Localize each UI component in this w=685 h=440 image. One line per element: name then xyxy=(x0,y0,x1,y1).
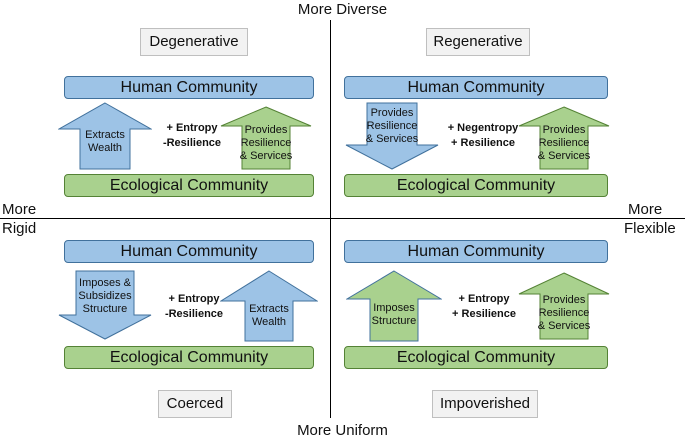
horizontal-axis-line xyxy=(0,218,685,219)
axis-label-right-line2: Flexible xyxy=(624,220,676,237)
effect-line-1: + Negentropy xyxy=(447,122,519,134)
arrow-label-line: Resilience xyxy=(366,120,418,132)
human-community-bar: Human Community xyxy=(64,76,314,99)
effect-text: + Entropy -Resilience xyxy=(154,121,230,151)
up-arrow-icon xyxy=(518,106,610,170)
up-arrow-imposes-structure: Imposes Structure xyxy=(346,270,442,342)
arrow-label-line: Provides xyxy=(244,124,288,136)
ecological-community-bar: Ecological Community xyxy=(64,174,314,197)
axis-label-left-line2: Rigid xyxy=(2,220,37,237)
arrow-label-line: Structure xyxy=(82,303,128,315)
effect-line-1: + Entropy xyxy=(168,293,220,305)
ecological-community-bar: Ecological Community xyxy=(344,346,608,369)
arrow-label-line: Resilience xyxy=(538,307,590,319)
effect-line-2: + Resilience xyxy=(452,308,516,320)
ecological-community-bar: Ecological Community xyxy=(64,346,314,369)
arrow-label-line: Structure xyxy=(371,315,417,327)
effect-line-1: + Entropy xyxy=(458,293,510,305)
up-arrow-extracts-wealth: Extracts Wealth xyxy=(58,102,152,170)
up-arrow-icon xyxy=(518,272,610,340)
up-arrow-provides-resilience: Provides Resilience & Services xyxy=(518,106,610,170)
down-arrow-imposes-subsidizes: Imposes & Subsidizes Structure xyxy=(58,270,152,340)
quadrant-title-coerced: Coerced xyxy=(158,390,232,418)
quadrant-title-regenerative: Regenerative xyxy=(426,28,530,56)
arrow-label-line: & Services xyxy=(537,150,591,162)
effect-text: + Entropy + Resilience xyxy=(444,292,524,322)
axis-label-top: More Diverse xyxy=(297,1,388,18)
down-arrow-icon xyxy=(58,270,152,340)
human-community-bar: Human Community xyxy=(344,240,608,263)
up-arrow-icon xyxy=(58,102,152,170)
axis-label-right-line1: More xyxy=(628,201,663,218)
arrow-label-line: & Services xyxy=(365,133,419,145)
arrow-label-line: Extracts xyxy=(85,129,125,141)
quadrant-title-impoverished: Impoverished xyxy=(432,390,538,418)
up-arrow-icon xyxy=(220,106,312,170)
arrow-label-line: Extracts xyxy=(249,303,289,315)
effect-line-2: -Resilience xyxy=(164,308,224,320)
down-arrow-provides-resilience: Provides Resilience & Services xyxy=(345,102,439,170)
effect-text: + Negentropy + Resilience xyxy=(438,121,528,151)
effect-line-2: + Resilience xyxy=(451,137,515,149)
up-arrow-icon xyxy=(220,270,318,342)
human-community-bar: Human Community xyxy=(64,240,314,263)
up-arrow-extracts-wealth: Extracts Wealth xyxy=(220,270,318,342)
axis-label-bottom: More Uniform xyxy=(297,422,388,439)
effect-text: + Entropy -Resilience xyxy=(156,292,232,322)
arrow-label-line: Resilience xyxy=(240,137,292,149)
up-arrow-provides-resilience: Provides Resilience & Services xyxy=(220,106,312,170)
effect-line-1: + Entropy xyxy=(166,122,218,134)
arrow-label-line: Provides xyxy=(542,294,586,306)
arrow-label-line: & Services xyxy=(239,150,293,162)
human-community-bar: Human Community xyxy=(344,76,608,99)
up-arrow-icon xyxy=(346,270,442,342)
arrow-label-line: Imposes xyxy=(373,302,415,314)
arrow-label-line: Provides xyxy=(370,107,414,119)
arrow-label-line: Subsidizes xyxy=(78,290,132,302)
down-arrow-icon xyxy=(345,102,439,170)
arrow-label-line: Wealth xyxy=(87,142,123,154)
up-arrow-provides-resilience: Provides Resilience & Services xyxy=(518,272,610,340)
effect-line-2: -Resilience xyxy=(162,137,222,149)
arrow-label-line: Provides xyxy=(542,124,586,136)
arrow-label-line: Resilience xyxy=(538,137,590,149)
vertical-axis-line xyxy=(330,20,331,418)
arrow-label-line: & Services xyxy=(537,320,591,332)
ecological-community-bar: Ecological Community xyxy=(344,174,608,197)
axis-label-left-line1: More xyxy=(2,201,37,218)
arrow-label-line: Imposes & xyxy=(79,277,131,289)
arrow-label-line: Wealth xyxy=(251,316,287,328)
quadrant-title-degenerative: Degenerative xyxy=(140,28,248,56)
